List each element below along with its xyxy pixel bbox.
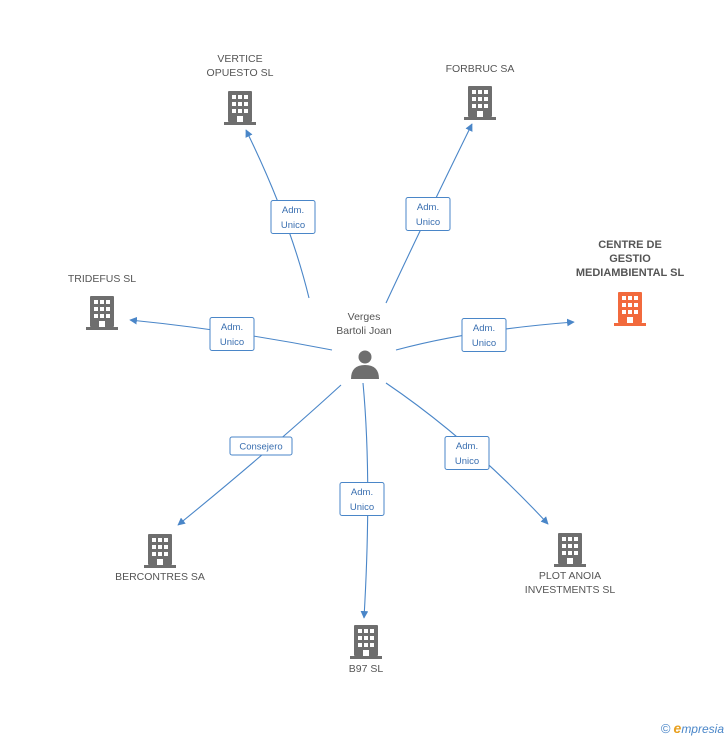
company-name: CENTRE DE bbox=[598, 239, 662, 251]
brand-initial: e bbox=[673, 720, 682, 736]
edge-bercontres: Consejero bbox=[177, 384, 342, 526]
building-icon bbox=[614, 292, 646, 326]
role-label: Unico bbox=[472, 338, 496, 349]
brand-name: mpresia bbox=[681, 722, 724, 736]
role-label: Adm. bbox=[221, 322, 243, 333]
company-name: BERCONTRES SA bbox=[115, 571, 205, 583]
company-node-bercontres[interactable]: BERCONTRES SA bbox=[115, 534, 205, 583]
role-badge-box bbox=[209, 317, 255, 351]
edge-plot: Adm. Unico bbox=[385, 382, 549, 525]
edge-vertice: Adm. Unico bbox=[245, 129, 316, 299]
role-label: Adm. bbox=[456, 441, 478, 452]
nodes-layer: VERTICE OPUESTO SL FORBRUC SA TRIDEFUS SL CE… bbox=[68, 53, 685, 675]
company-node-plot[interactable]: PLOT ANOIA INVESTMENTS SL bbox=[525, 533, 616, 596]
role-badge[interactable]: Consejero bbox=[229, 436, 293, 456]
company-name: TRIDEFUS SL bbox=[68, 273, 136, 285]
role-badge-box bbox=[461, 318, 507, 352]
company-node-forbruc[interactable]: FORBRUC SA bbox=[446, 63, 515, 120]
building-icon bbox=[224, 91, 256, 125]
company-name: PLOT ANOIA bbox=[539, 570, 601, 582]
company-node-tridefus[interactable]: TRIDEFUS SL bbox=[68, 273, 136, 330]
building-icon bbox=[464, 86, 496, 120]
company-name: INVESTMENTS SL bbox=[525, 584, 616, 596]
person-icon bbox=[351, 350, 379, 379]
edge-forbruc: Adm. Unico bbox=[385, 123, 473, 304]
company-name: FORBRUC SA bbox=[446, 63, 515, 75]
building-icon bbox=[144, 534, 176, 568]
company-name: OPUESTO SL bbox=[207, 67, 274, 79]
person-name: Bartoli Joan bbox=[336, 325, 392, 337]
company-name: B97 SL bbox=[349, 663, 384, 675]
role-label: Unico bbox=[455, 456, 479, 467]
role-badge[interactable]: Adm. Unico bbox=[405, 197, 451, 231]
person-name: Verges bbox=[348, 311, 381, 323]
edges-layer: Adm.UnicoAdm.UnicoAdm.UnicoAdm.UnicoCons… bbox=[129, 123, 575, 619]
role-badge[interactable]: Adm. Unico bbox=[339, 482, 385, 516]
role-label: Unico bbox=[416, 217, 440, 228]
role-badge-box bbox=[444, 436, 490, 470]
company-name: VERTICE bbox=[217, 53, 262, 65]
role-label: Adm. bbox=[351, 487, 373, 498]
role-badge-box bbox=[229, 436, 293, 456]
building-icon bbox=[350, 625, 382, 659]
role-badge[interactable]: Adm. Unico bbox=[270, 200, 316, 234]
role-label: Unico bbox=[350, 502, 374, 513]
role-label: Adm. bbox=[417, 202, 439, 213]
company-node-centre[interactable]: CENTRE DE GESTIO MEDIAMBIENTAL SL bbox=[576, 239, 685, 326]
edge-b97: Adm. Unico bbox=[339, 382, 385, 619]
role-badge[interactable]: Adm. Unico bbox=[209, 317, 255, 351]
building-icon bbox=[554, 533, 586, 567]
role-badge-box bbox=[339, 482, 385, 516]
edge-tridefus: Adm. Unico bbox=[129, 316, 333, 351]
company-name: GESTIO bbox=[609, 253, 651, 265]
role-badge[interactable]: Adm. Unico bbox=[461, 318, 507, 352]
role-badge[interactable]: Adm. Unico bbox=[444, 436, 490, 470]
role-label: Unico bbox=[220, 337, 244, 348]
role-label: Consejero bbox=[239, 442, 282, 453]
company-node-b97[interactable]: B97 SL bbox=[349, 625, 384, 675]
role-badge-box bbox=[270, 200, 316, 234]
role-label: Adm. bbox=[473, 323, 495, 334]
copyright-symbol: © bbox=[660, 721, 671, 736]
role-badge-box bbox=[405, 197, 451, 231]
role-label: Unico bbox=[281, 220, 305, 231]
building-icon bbox=[86, 296, 118, 330]
footer-brand[interactable]: ©empresia bbox=[661, 720, 724, 736]
company-node-vertice[interactable]: VERTICE OPUESTO SL bbox=[207, 53, 274, 125]
company-name: MEDIAMBIENTAL SL bbox=[576, 267, 685, 279]
edge-centre: Adm. Unico bbox=[395, 318, 575, 352]
role-label: Adm. bbox=[282, 205, 304, 216]
